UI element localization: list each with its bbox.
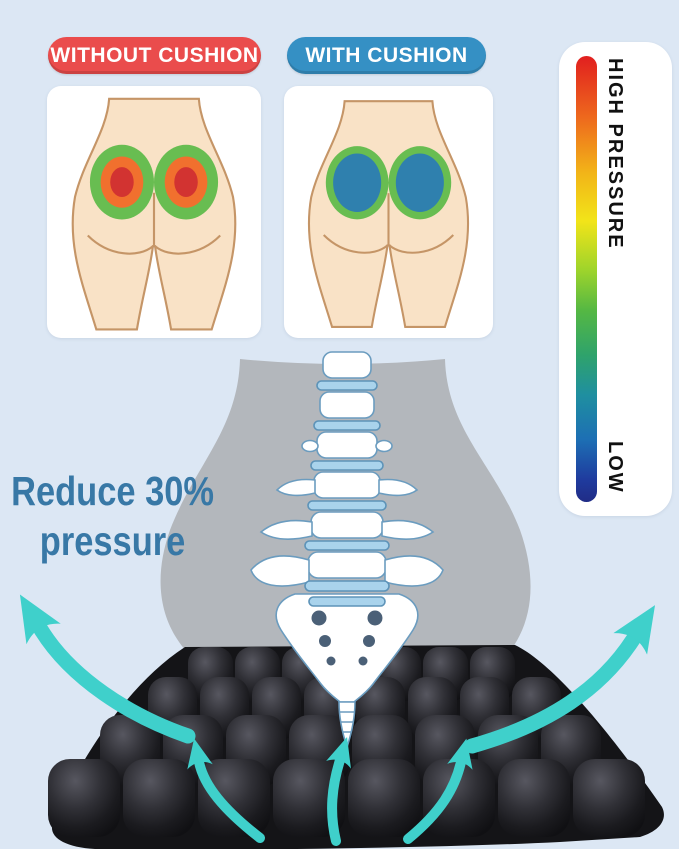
pressure-rings-left	[325, 146, 389, 220]
vertebral-column	[250, 351, 444, 750]
with-cushion-card	[284, 86, 493, 338]
buttocks-creases	[322, 193, 455, 254]
without-cushion-card	[47, 86, 261, 338]
pressure-rings-left	[89, 144, 154, 220]
without-cushion-badge: WITHOUT CUSHION	[48, 37, 261, 74]
pressure-scale-card: HIGH PRESSURE LOW	[559, 42, 672, 516]
sacral-foramina	[311, 610, 383, 666]
pressure-gradient-bar	[576, 56, 597, 502]
coccyx	[338, 701, 356, 750]
with-cushion-badge-label: WITH CUSHION	[305, 43, 468, 67]
callout-line-1: Reduce 30%	[11, 468, 215, 514]
buttocks-high-pressure-figure	[71, 97, 237, 331]
reduce-pressure-callout: Reduce 30% pressure	[0, 466, 225, 566]
low-pressure-label: LOW	[604, 441, 626, 494]
pressure-rings-right	[154, 144, 219, 220]
spine-illustration	[250, 351, 444, 750]
buttocks-low-pressure-figure	[307, 100, 470, 328]
callout-line-2: pressure	[39, 518, 186, 565]
buttocks-creases	[87, 192, 221, 255]
with-cushion-badge: WITH CUSHION	[287, 37, 486, 74]
sacrum	[275, 593, 419, 703]
high-pressure-label: HIGH PRESSURE	[604, 58, 626, 250]
without-cushion-badge-label: WITHOUT CUSHION	[50, 43, 259, 67]
pressure-rings-right	[388, 146, 452, 220]
